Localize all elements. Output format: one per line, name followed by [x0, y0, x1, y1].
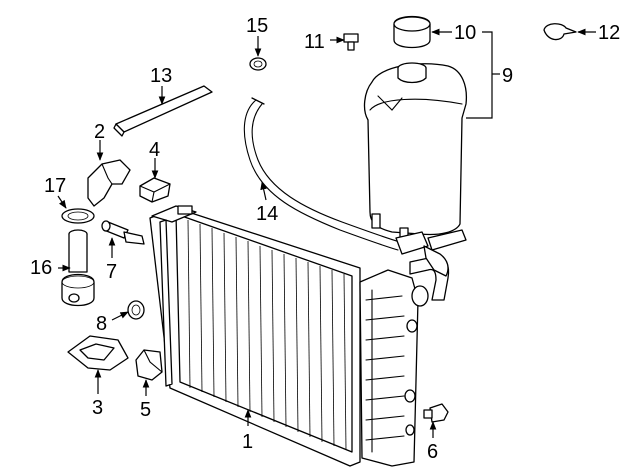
o-ring	[61, 208, 95, 224]
expansion-tank	[363, 62, 468, 245]
callout-5: 5	[140, 399, 151, 421]
callout-6: 6	[427, 441, 438, 463]
callout-labels: 1 2 3 4 5 6 7 8 9 10 11 12 13 14 15 16 1…	[30, 15, 620, 463]
callout-2: 2	[94, 121, 105, 143]
callout-13: 13	[150, 65, 172, 87]
expansion-tank-cap	[393, 15, 431, 49]
rubber-bushing	[135, 349, 163, 381]
callout-11: 11	[304, 31, 325, 53]
radiator	[149, 205, 450, 467]
drain-housing	[61, 229, 95, 307]
bolt	[343, 33, 359, 51]
callout-9: 9	[502, 65, 513, 87]
temperature-sensor	[101, 220, 145, 245]
coolant-hose	[243, 97, 467, 277]
grommet	[249, 57, 267, 71]
washer	[127, 300, 145, 320]
leader-lines	[57, 28, 596, 438]
callout-8: 8	[96, 313, 107, 335]
rubber-mount	[139, 177, 171, 203]
callout-16: 16	[30, 257, 52, 279]
lower-mount	[67, 335, 129, 371]
callout-10: 10	[454, 22, 476, 44]
drain-plug	[423, 403, 449, 423]
mounting-bracket	[87, 159, 131, 207]
callout-3: 3	[92, 397, 103, 419]
callout-4: 4	[149, 139, 160, 161]
callout-12: 12	[598, 22, 620, 44]
callout-15: 15	[246, 15, 268, 37]
radiator-core-fins	[187, 219, 347, 451]
callout-7: 7	[106, 261, 117, 283]
seal-strip	[113, 85, 213, 137]
callout-1: 1	[242, 431, 253, 453]
callout-17: 17	[44, 175, 66, 197]
callout-14: 14	[256, 203, 278, 225]
clip	[543, 23, 577, 41]
